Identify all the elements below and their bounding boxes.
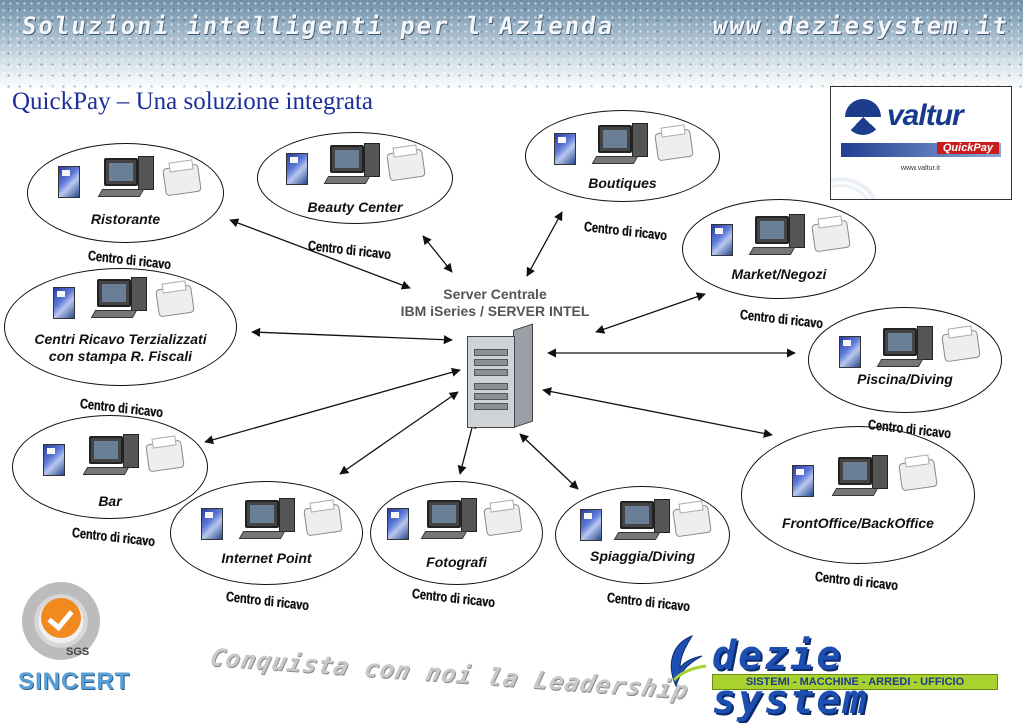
book-icon <box>387 508 409 540</box>
server-caption-line1: Server Centrale <box>443 286 547 302</box>
server-caption: Server Centrale IBM iSeries / SERVER INT… <box>340 286 650 320</box>
sgs-certification-seal-icon <box>22 582 100 660</box>
computer-icon <box>323 143 380 184</box>
sincert-label: SINCERT <box>18 668 131 695</box>
sgs-label: SGS <box>66 646 90 658</box>
computer-icon <box>420 498 477 539</box>
node-beauty-center: Beauty Center <box>257 132 453 224</box>
arrow-market <box>595 292 706 334</box>
server-tower-icon <box>467 323 533 428</box>
printer-icon <box>162 163 202 197</box>
node-label: Spiaggia/Diving <box>589 548 695 564</box>
node-label-line2: con stampa R. Fiscali <box>48 348 193 364</box>
node-internet-point: Internet Point <box>170 481 363 585</box>
arrow-bar <box>204 367 461 445</box>
arrow-fotografi <box>457 419 477 475</box>
printer-icon <box>654 128 694 162</box>
node-label: Fotografi <box>426 554 487 570</box>
node-fotografi: Fotografi <box>370 481 543 585</box>
computer-icon <box>591 123 648 164</box>
valtur-brand: valtur <box>887 99 964 132</box>
arrow-ristorante <box>229 218 411 290</box>
book-icon <box>554 133 576 165</box>
node-label: Piscina/Diving <box>857 371 953 387</box>
computer-icon <box>97 156 154 197</box>
computer-icon <box>613 499 670 540</box>
printer-icon <box>303 503 343 537</box>
node-label: Market/Negozi <box>731 266 827 282</box>
node-bar: Bar <box>12 415 208 519</box>
arrow-internet <box>339 391 459 475</box>
book-icon <box>201 508 223 540</box>
valtur-product: QuickPay <box>936 142 999 154</box>
node-piscina-diving: Piscina/Diving <box>808 307 1002 413</box>
book-icon <box>58 166 80 198</box>
computer-icon <box>90 277 147 318</box>
printer-icon <box>155 284 195 318</box>
computer-icon <box>82 434 139 475</box>
node-label: Internet Point <box>221 550 312 566</box>
book-icon <box>53 287 75 319</box>
node-label: FrontOffice/BackOffice <box>782 515 934 531</box>
book-icon <box>792 465 814 497</box>
header-banner-texture <box>0 0 1023 90</box>
computer-icon <box>876 326 933 367</box>
node-label-line1: Centri Ricavo Terzializzati <box>34 331 207 347</box>
dezie-system-mark-icon <box>670 634 707 688</box>
node-spiaggia-diving: Spiaggia/Diving <box>555 486 730 584</box>
arrow-beauty <box>422 235 453 273</box>
computer-icon <box>748 214 805 255</box>
arrow-boutiques <box>526 211 563 277</box>
printer-icon <box>145 439 185 473</box>
node-frontoffice-backoffice: FrontOffice/BackOffice <box>741 426 975 564</box>
node-centri-ricavo-terzializzati: Centri Ricavo Terzializzati con stampa R… <box>4 268 237 386</box>
arrow-terz <box>251 327 453 345</box>
node-label: Boutiques <box>588 175 657 191</box>
check-icon <box>41 598 81 638</box>
printer-icon <box>898 458 938 492</box>
arrow-front <box>542 387 773 438</box>
connection-arrows <box>204 211 796 490</box>
book-icon <box>286 153 308 185</box>
node-label: Centri Ricavo Terzializzati con stampa R… <box>5 331 236 365</box>
node-market-negozi: Market/Negozi <box>682 199 876 299</box>
printer-icon <box>811 219 851 253</box>
computer-icon <box>831 455 888 496</box>
node-label: Ristorante <box>90 211 161 227</box>
book-icon <box>839 336 861 368</box>
valtur-swirl-icon <box>845 99 881 135</box>
node-boutiques: Boutiques <box>525 110 720 202</box>
printer-icon <box>672 504 712 538</box>
node-label: Beauty Center <box>307 199 403 215</box>
page-title: QuickPay – Una soluzione integrata <box>12 88 374 115</box>
server-caption-line2: IBM iSeries / SERVER INTEL <box>400 303 590 319</box>
printer-icon <box>941 329 981 363</box>
dezie-system-tagline: SISTEMI - MACCHINE - ARREDI - UFFICIO <box>712 674 998 690</box>
book-icon <box>580 509 602 541</box>
valtur-quickpay-logo: valtur QuickPay www.valtur.it <box>830 86 1012 200</box>
valtur-url: www.valtur.it <box>901 165 940 172</box>
printer-icon <box>483 503 523 537</box>
computer-icon <box>238 498 295 539</box>
book-icon <box>711 224 733 256</box>
arrow-spiaggia <box>519 433 579 490</box>
node-label: Bar <box>98 493 122 509</box>
node-ristorante: Ristorante <box>27 143 224 243</box>
printer-icon <box>386 148 426 182</box>
book-icon <box>43 444 65 476</box>
